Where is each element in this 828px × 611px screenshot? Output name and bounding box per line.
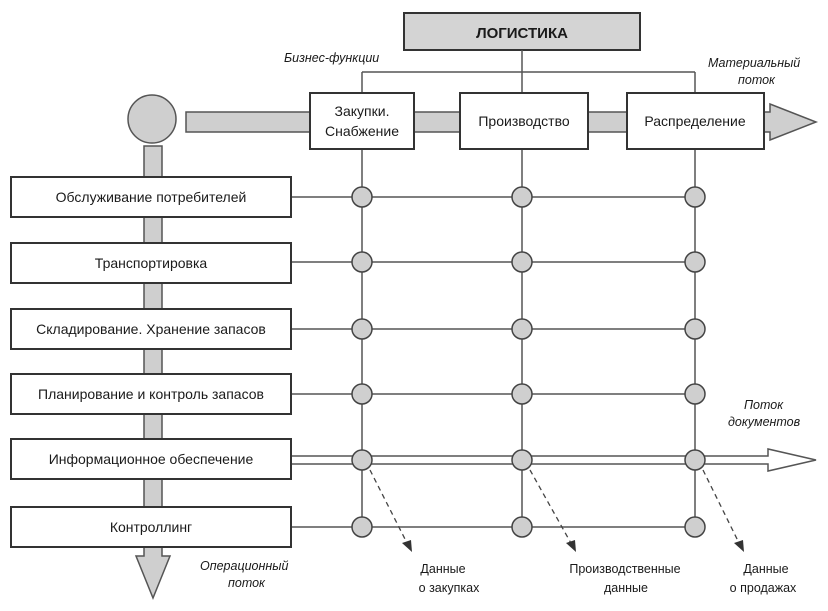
node-r6-c1 [351, 516, 373, 538]
operation-label-3: Складирование. Хранение запасов [36, 321, 266, 337]
node-r4-c3 [684, 383, 706, 405]
output-production-line1: Производственные [569, 562, 680, 576]
document-flow-label-2: документов [728, 415, 801, 429]
operation-box-5 [10, 438, 292, 480]
node-r1-c3 [684, 186, 706, 208]
function-production-label: Производство [478, 113, 569, 129]
output-production-line2: данные [604, 581, 648, 595]
operation-box-1 [10, 176, 292, 218]
intersection-nodes [351, 186, 706, 538]
title-box [403, 12, 641, 51]
node-r3-c3 [684, 318, 706, 340]
output-arrow-sales [702, 469, 741, 546]
output-arrow-production [529, 469, 573, 546]
material-flow-label-1: Материальный [708, 56, 800, 70]
operation-box-2 [10, 242, 292, 284]
node-r3-c2 [511, 318, 533, 340]
business-functions-label: Бизнес-функции [284, 51, 379, 65]
operation-label-1: Обслуживание потребителей [56, 189, 247, 205]
operation-label-4: Планирование и контроль запасов [38, 386, 264, 402]
output-purchasing-line1: Данные [420, 562, 465, 576]
operation-label-6: Контроллинг [110, 519, 192, 535]
node-r6-c3 [684, 516, 706, 538]
function-purchasing-line1: Закупки. [335, 103, 390, 119]
function-box-distribution [626, 92, 765, 150]
function-purchasing-line2: Снабжение [325, 123, 399, 139]
node-r3-c1 [351, 318, 373, 340]
output-sales-line2: о продажах [730, 581, 797, 595]
node-r5-c1 [351, 449, 373, 471]
output-arrow-purchasing [369, 469, 409, 546]
operational-flow-label-2: поток [228, 576, 266, 590]
node-r2-c2 [511, 251, 533, 273]
operation-label-5: Информационное обеспечение [49, 451, 254, 467]
node-r6-c2 [511, 516, 533, 538]
node-r1-c1 [351, 186, 373, 208]
function-box-production [459, 92, 589, 150]
document-flow-label-1: Поток [744, 398, 784, 412]
material-flow-label-2: поток [738, 73, 776, 87]
node-r5-c2 [511, 449, 533, 471]
node-r4-c1 [351, 383, 373, 405]
operation-box-4 [10, 373, 292, 415]
output-arrowhead-production [566, 540, 576, 552]
output-sales-line1: Данные [743, 562, 788, 576]
node-r2-c1 [351, 251, 373, 273]
operation-box-3 [10, 308, 292, 350]
function-box-purchasing [309, 92, 415, 150]
diagram-title: ЛОГИСТИКА [476, 25, 568, 42]
operation-box-6 [10, 506, 292, 548]
operational-flow-label-1: Операционный [200, 559, 288, 573]
start-circle [127, 94, 177, 144]
output-arrowhead-sales [734, 540, 744, 552]
operation-label-2: Транспортировка [95, 255, 208, 271]
node-r4-c2 [511, 383, 533, 405]
function-distribution-label: Распределение [644, 113, 746, 129]
output-arrowhead-purchasing [402, 540, 412, 552]
output-purchasing-line2: о закупках [419, 581, 480, 595]
node-r2-c3 [684, 251, 706, 273]
node-r5-c3 [684, 449, 706, 471]
node-r1-c2 [511, 186, 533, 208]
